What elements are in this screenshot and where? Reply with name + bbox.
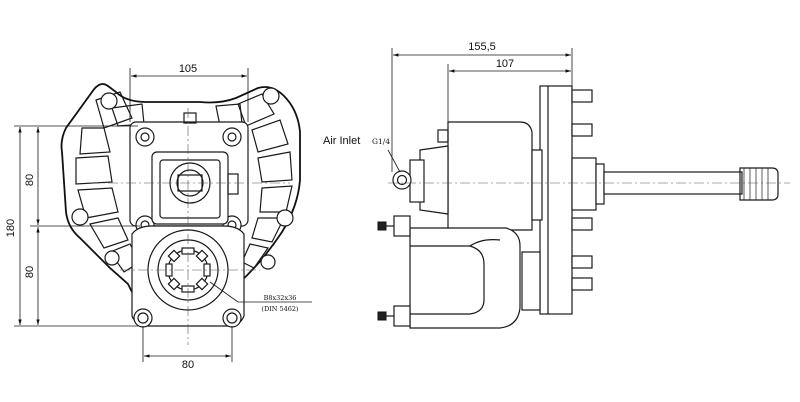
flange-hole-top-left — [100, 92, 118, 110]
shaft-spline-end — [739, 167, 779, 201]
dim-107: 107 — [496, 58, 514, 70]
flange-hole-right — [276, 209, 294, 227]
front-ribs — [75, 91, 293, 273]
side-view — [377, 85, 790, 329]
flange-hole-left — [71, 208, 89, 226]
top-plug — [183, 112, 197, 124]
flange-stud-5 — [571, 277, 593, 291]
air-inlet-port — [392, 170, 412, 190]
bolt-head-lower — [393, 305, 411, 327]
flange-stud-1 — [571, 89, 593, 103]
flange-hole-top-right — [262, 87, 280, 105]
output-stud-left — [133, 308, 153, 328]
dim-80-bottom: 80 — [182, 359, 194, 371]
dim-180: 180 — [5, 219, 17, 237]
dim-155-5: 155,5 — [468, 41, 496, 53]
flange-stud-3 — [571, 217, 593, 231]
output-collar — [571, 157, 597, 211]
output-stud-right — [222, 308, 242, 328]
side-dimensions: 155,5 107 Air Inlet G1/4 — [323, 41, 573, 173]
flange-hole-lower-right — [260, 254, 276, 270]
front-view — [60, 83, 301, 345]
spline-spec: B8x32x36 — [264, 294, 297, 302]
flange-stud-2 — [571, 123, 593, 137]
dim-80-lower: 80 — [24, 266, 36, 278]
side-plug — [227, 173, 239, 195]
side-lower-body — [409, 227, 521, 329]
side-flange-plate — [539, 85, 573, 315]
lower-collar — [521, 251, 541, 311]
air-inlet-label: Air Inlet — [323, 135, 360, 147]
bolt-head-upper — [393, 215, 411, 237]
spline-standard: (DIN 5462) — [261, 305, 299, 313]
side-upper-body — [447, 121, 533, 231]
air-inlet-thread: G1/4 — [372, 137, 390, 146]
front-dimensions: 105 80 180 80 80 B8x32x36 (DIN 5462) — [5, 63, 312, 371]
air-cylinder-cap — [409, 159, 425, 203]
flange-stud-4 — [571, 255, 593, 269]
dim-80-upper: 80 — [24, 174, 36, 186]
dim-105: 105 — [179, 63, 197, 75]
flange-boss — [531, 149, 543, 221]
flange-hole-lower-left — [104, 250, 120, 266]
